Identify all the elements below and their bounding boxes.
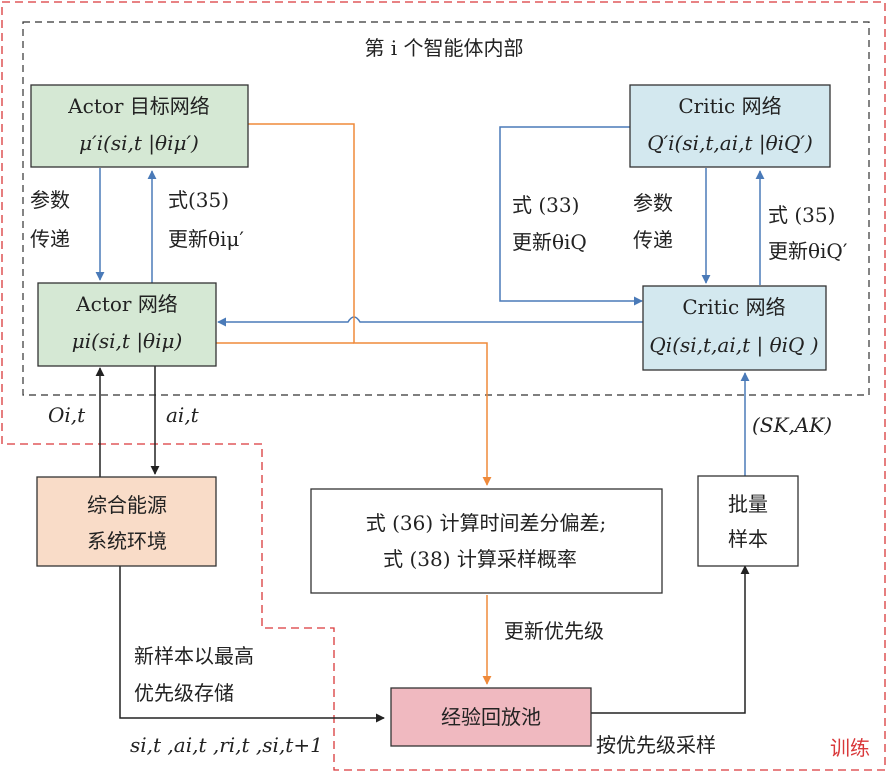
arrow-priority-sampling: [591, 565, 750, 714]
replay-buffer-box: 经验回放池: [390, 687, 592, 747]
td-compute-line2: 式 (38) 计算采样概率: [383, 547, 577, 571]
agent-internal-region: [22, 21, 870, 396]
critic-target-network-box: Critic 网络 Q′i(si,t,ai,t |θiQ′): [629, 84, 831, 168]
label-param-pass-right-1: 参数: [633, 191, 673, 215]
label-eq35-critic-1: 式 (35): [768, 203, 835, 227]
label-eq35-actor-2: 更新θiμ′: [168, 227, 244, 251]
label-update-priority: 更新优先级: [504, 619, 604, 643]
actor-network-box: Actor 网络 μi(si,t |θiμ): [37, 282, 217, 367]
label-store-new-1: 新样本以最高: [134, 644, 254, 668]
agent-internal-title: 第 i 个智能体内部: [364, 36, 523, 60]
td-compute-line1: 式 (36) 计算时间差分偏差;: [366, 511, 607, 535]
label-action: ai,t: [166, 403, 200, 427]
critic-target-title: Critic 网络: [678, 94, 781, 118]
label-eq33-critic-1: 式 (33): [512, 193, 579, 217]
actor-target-network-box: Actor 目标网络 μ′i(si,t |θiμ′): [30, 84, 249, 168]
label-eq35-actor-1: 式(35): [168, 188, 229, 212]
environment-line2: 系统环境: [87, 529, 167, 553]
label-param-pass-left-1: 参数: [30, 188, 70, 212]
environment-box: 综合能源 系统环境: [36, 476, 217, 567]
label-transition-tuple: si,t ,ai,t ,ri,t ,si,t+1: [130, 733, 323, 757]
critic-target-formula: Q′i(si,t,ai,t |θiQ′): [647, 131, 813, 156]
batch-line2: 样本: [728, 527, 768, 551]
environment-line1: 综合能源: [87, 493, 167, 517]
arrow-target-to-td: [248, 123, 492, 486]
label-param-pass-left-2: 传递: [30, 227, 70, 251]
label-param-pass-right-2: 传递: [633, 228, 673, 252]
actor-formula: μi(si,t |θiμ): [72, 329, 183, 354]
label-observation: Oi,t: [48, 403, 86, 427]
label-batch-sample: (SK,AK): [752, 413, 832, 437]
critic-network-box: Critic 网络 Qi(si,t,ai,t | θiQ ): [642, 285, 827, 371]
actor-target-title: Actor 目标网络: [67, 94, 210, 118]
critic-title: Critic 网络: [682, 295, 785, 319]
arrow-eq33-critic-loop: [499, 126, 643, 306]
actor-title: Actor 网络: [75, 292, 178, 316]
td-error-compute-box: 式 (36) 计算时间差分偏差; 式 (38) 计算采样概率: [310, 488, 663, 594]
arrow-store-sample: [119, 566, 385, 723]
arrow-critic-to-actor: [217, 316, 643, 327]
label-eq35-critic-2: 更新θiQ′: [768, 239, 848, 263]
actor-target-formula: μ′i(si,t |θiμ′): [79, 131, 199, 156]
critic-formula: Qi(si,t,ai,t | θiQ ): [649, 333, 818, 358]
label-priority-sampling: 按优先级采样: [596, 733, 716, 757]
label-store-new-2: 优先级存储: [134, 681, 234, 705]
batch-samples-box: 批量 样本: [697, 475, 799, 567]
training-label: 训练: [830, 736, 870, 760]
replay-label: 经验回放池: [441, 705, 541, 729]
label-eq33-critic-2: 更新θiQ: [512, 230, 587, 254]
batch-line1: 批量: [728, 492, 768, 516]
